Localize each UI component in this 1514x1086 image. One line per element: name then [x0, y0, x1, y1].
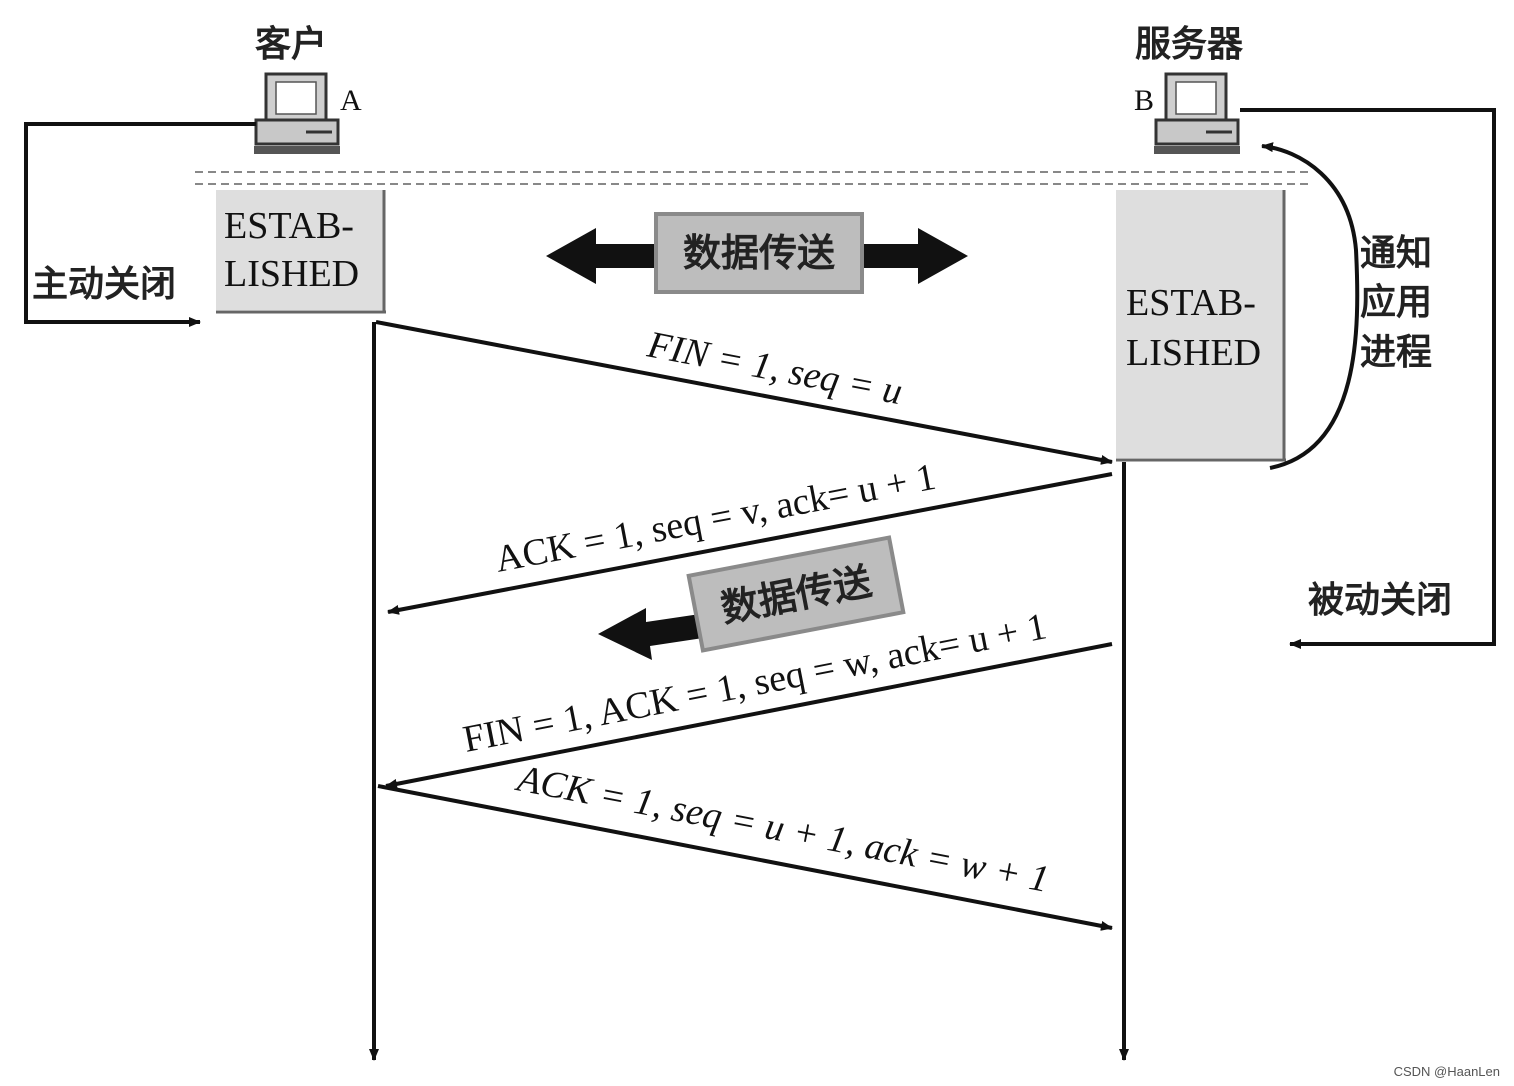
server-side-note-lower: 被动关闭: [1308, 580, 1452, 621]
data-transfer-both-label: 数据传送: [683, 231, 835, 275]
message-arrow-1: [375, 320, 1113, 465]
client-computer-icon: [254, 72, 340, 154]
message-arrow-2: [387, 472, 1113, 615]
server-state-label: ESTAB- LISHED: [1126, 282, 1265, 374]
server-title: 服务器: [1135, 24, 1244, 65]
server-side-note-upper: 通知 应用 进程: [1360, 233, 1445, 373]
message-arrow-3: [385, 642, 1113, 789]
client-active-close-bracket: [24, 122, 256, 327]
client-side-note: 主动关闭: [32, 264, 176, 305]
one-way-data-transfer: 数据传送: [598, 535, 906, 660]
watermark: CSDN @HaanLen: [1394, 1064, 1500, 1079]
notify-application-curve-arrow: [1261, 142, 1360, 470]
separator-dashed-lines: [195, 171, 1310, 185]
bidirectional-data-transfer: 数据传送: [546, 212, 968, 294]
server-passive-close-bracket: [1240, 108, 1496, 649]
client-state-label: ESTAB- LISHED: [224, 205, 363, 295]
client-state-box: ESTAB- LISHED: [216, 190, 386, 314]
server-label: B: [1134, 84, 1154, 117]
server-state-box: ESTAB- LISHED: [1116, 190, 1286, 462]
client-label: A: [340, 84, 362, 117]
message-arrow-4: [377, 784, 1113, 931]
client-title: 客户: [255, 24, 327, 65]
server-computer-icon: [1154, 72, 1240, 154]
